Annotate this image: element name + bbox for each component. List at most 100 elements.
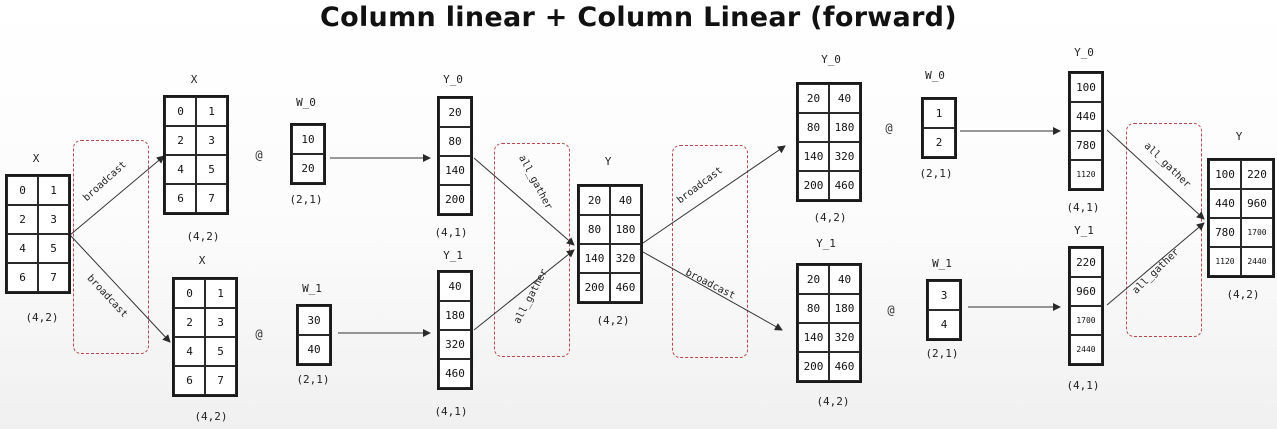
matrix-cell: 4: [928, 310, 960, 339]
matrix-cell: 460: [439, 359, 471, 388]
arrow-gather-y1-to-y: [473, 249, 575, 331]
matrix-cell: 80: [439, 127, 471, 156]
matrix-cell: 80: [579, 215, 610, 244]
arrow-gather-out1-to-y: [1106, 222, 1205, 306]
matmul-symbol-4: @: [887, 303, 895, 317]
matrix-cell: 6: [174, 366, 205, 395]
matrix-cell: 20: [439, 98, 471, 127]
matrix-cell: 2440: [1241, 247, 1273, 276]
matrix-cell: 7: [205, 366, 236, 395]
x-rank1-label: X: [198, 254, 206, 267]
matrix-cell: 40: [829, 84, 860, 113]
y1-layer1-label: Y_1: [443, 249, 463, 262]
y1-layer2-shape: (4,2): [816, 395, 850, 408]
matrix-cell: 140: [439, 156, 471, 185]
matrix-cell: 40: [439, 272, 471, 301]
matrix-cell: 7: [196, 184, 227, 213]
y0-layer1-label: Y_0: [443, 73, 463, 86]
matrix-cell: 140: [798, 323, 829, 352]
y1-layer1-shape: (4,1): [434, 405, 468, 418]
matrix-cell: 4: [174, 337, 205, 366]
matrix-cell: 1: [38, 176, 69, 205]
matrix-cell: 2: [174, 308, 205, 337]
broadcast-box-2: [672, 145, 748, 358]
out1-label: Y_1: [1074, 224, 1094, 237]
y1-layer2-label: Y_1: [816, 237, 836, 250]
x-input-label: X: [32, 152, 40, 165]
arrow-broadcast-y-to-rank0: [642, 145, 786, 244]
y0-layer1-shape: (4,1): [434, 226, 468, 239]
y-gathered-shape: (4,2): [596, 314, 630, 327]
matrix-cell: 4: [7, 234, 38, 263]
matrix-cell: 780: [1070, 131, 1102, 160]
matrix-cell: 20: [798, 265, 829, 294]
matrix-cell: 100: [1209, 160, 1241, 189]
matrix-cell: 2: [7, 205, 38, 234]
matrix-cell: 40: [298, 335, 330, 364]
x-input-shape: (4,2): [25, 311, 59, 324]
matrix-cell: 460: [829, 171, 860, 200]
matrix-cell: 180: [610, 215, 641, 244]
w1-layer1-shape: (2,1): [296, 373, 330, 386]
x-rank0-shape: (4,2): [186, 230, 220, 243]
matrix-cell: 200: [579, 273, 610, 302]
matrix-cell: 140: [579, 244, 610, 273]
matrix-cell: 20: [798, 84, 829, 113]
w1-layer1-label: W_1: [302, 282, 322, 295]
matrix-cell: 200: [798, 352, 829, 381]
matrix-cell: 1120: [1209, 247, 1241, 276]
matrix-cell: 200: [798, 171, 829, 200]
out1-shape: (4,1): [1066, 379, 1100, 392]
matmul-symbol-2: @: [255, 327, 263, 341]
matrix-cell: 440: [1070, 102, 1102, 131]
matrix-cell: 180: [829, 294, 860, 323]
w0-layer1-shape: (2,1): [289, 193, 323, 206]
final-y-label: Y: [1235, 130, 1243, 143]
matrix-cell: 960: [1070, 277, 1102, 306]
diagram-title: Column linear + Column Linear (forward): [320, 2, 957, 33]
y-gathered-label: Y: [604, 155, 612, 168]
arrow-gather-y0-to-y: [473, 157, 575, 246]
broadcast-box-1: [73, 140, 149, 354]
matrix-cell: 5: [205, 337, 236, 366]
matrix-cell: 80: [798, 294, 829, 323]
matrix-cell: 100: [1070, 73, 1102, 102]
matmul-symbol-3: @: [885, 121, 893, 135]
matrix-cell: 180: [829, 113, 860, 142]
y0-layer2-label: Y_0: [821, 53, 841, 66]
matrix-cell: 3: [38, 205, 69, 234]
x-rank0-label: X: [190, 73, 198, 86]
arrow-broadcast-x-to-rank0: [69, 155, 165, 236]
matrix-cell: 2: [923, 128, 955, 157]
matrix-cell: 220: [1241, 160, 1273, 189]
matrix-cell: 7: [38, 263, 69, 292]
matrix-cell: 320: [439, 330, 471, 359]
matrix-cell: 6: [7, 263, 38, 292]
matrix-cell: 0: [165, 97, 196, 126]
w0-layer2-label: W_0: [925, 69, 945, 82]
x-rank1-shape: (4,2): [194, 410, 228, 423]
matrix-cell: 320: [829, 142, 860, 171]
matrix-cell: 6: [165, 184, 196, 213]
matrix-cell: 20: [579, 186, 610, 215]
matrix-cell: 0: [174, 279, 205, 308]
matrix-cell: 3: [205, 308, 236, 337]
matrix-cell: 0: [7, 176, 38, 205]
matrix-cell: 40: [610, 186, 641, 215]
matrix-cell: 40: [829, 265, 860, 294]
